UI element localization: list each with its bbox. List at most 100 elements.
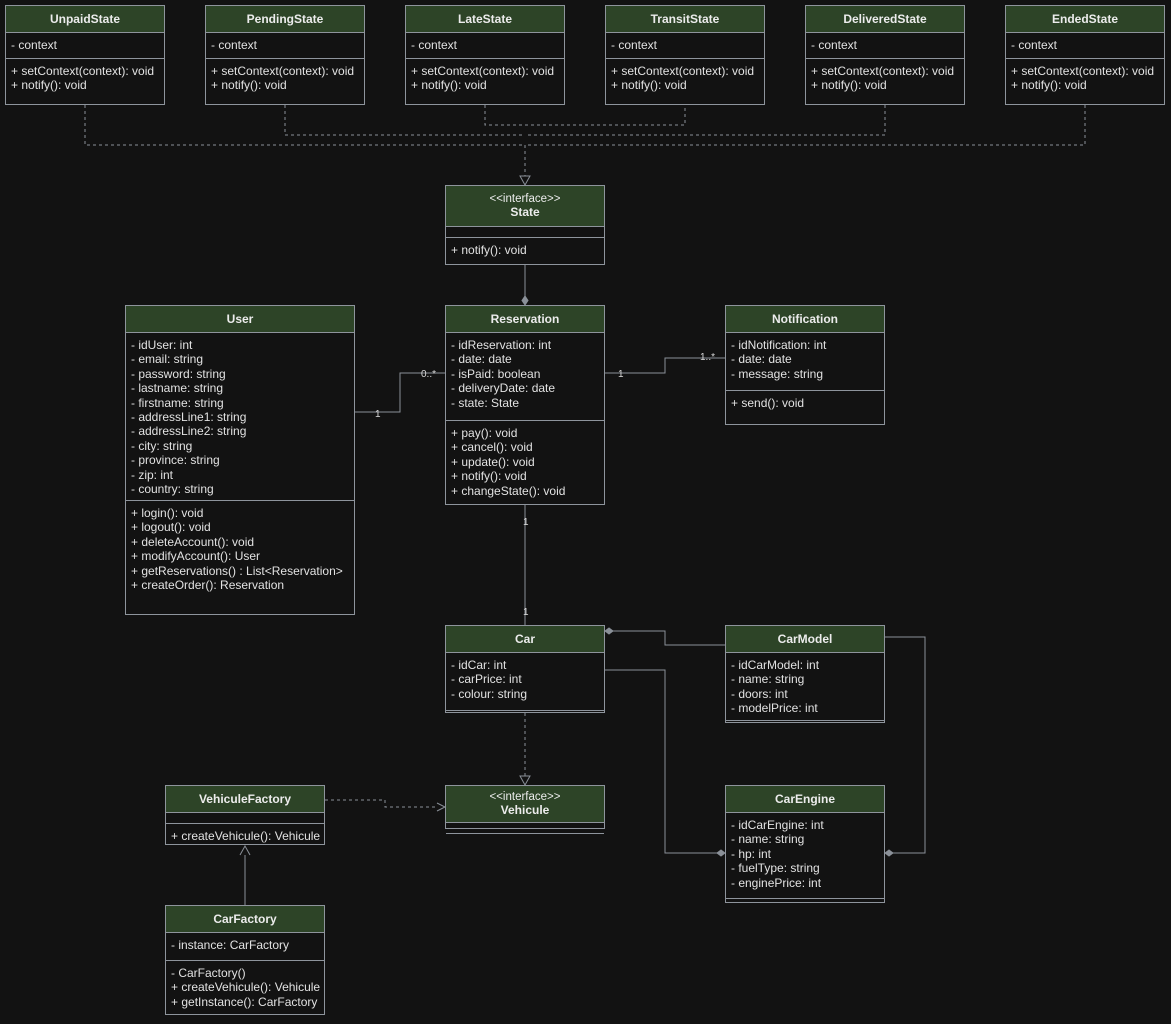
attribute-line: - hp: int bbox=[731, 846, 772, 861]
class-reservation[interactable]: Reservation- idReservation: int- date: d… bbox=[445, 305, 605, 505]
method-line: + login(): void bbox=[131, 506, 204, 520]
class-delivered-state[interactable]: DeliveredState- context+ setContext(cont… bbox=[805, 5, 965, 105]
car-engine-diamond bbox=[716, 849, 726, 857]
state-diamond bbox=[521, 295, 529, 306]
multiplicity-reservation-car-end: 1 bbox=[523, 517, 529, 528]
attributes-section: - idNotification: int- date: date- messa… bbox=[726, 333, 884, 391]
attribute-line: - deliveryDate: date bbox=[451, 381, 556, 396]
attribute-line: - idCar: int bbox=[451, 658, 507, 672]
attribute-line: - idUser: int bbox=[131, 338, 193, 352]
class-header: TransitState bbox=[606, 6, 764, 33]
method-line: + createVehicule(): Vehicule bbox=[171, 829, 321, 843]
class-user[interactable]: User- idUser: int- email: string- passwo… bbox=[125, 305, 355, 615]
class-header: UnpaidState bbox=[6, 6, 164, 33]
attribute-line: - instance: CarFactory bbox=[171, 938, 290, 952]
class-notification[interactable]: Notification- idNotification: int- date:… bbox=[725, 305, 885, 425]
class-vehicule-factory[interactable]: VehiculeFactory + createVehicule(): Vehic… bbox=[165, 785, 325, 845]
methods-section: + setContext(context): void+ notify(): v… bbox=[406, 59, 564, 98]
attribute-line: - enginePrice: int bbox=[731, 875, 822, 890]
attribute-line: - name: string bbox=[731, 832, 805, 847]
methods-section: + createVehicule(): Vehicule bbox=[166, 824, 324, 848]
methods-section bbox=[726, 721, 884, 731]
methods-section bbox=[446, 834, 604, 844]
class-name: DeliveredState bbox=[843, 12, 927, 26]
class-header: <<interface>>Vehicule bbox=[446, 786, 604, 823]
class-header: Car bbox=[446, 626, 604, 653]
interface-state[interactable]: <<interface>>State+ notify(): void bbox=[445, 185, 605, 265]
attribute-line: - idReservation: int bbox=[451, 338, 552, 352]
attribute-line: - carPrice: int bbox=[451, 672, 522, 687]
attribute-line: - fuelType: string bbox=[731, 861, 820, 876]
class-carengine[interactable]: CarEngine - idCarEngine: int- name: strin… bbox=[725, 785, 885, 903]
class-header: CarModel bbox=[726, 626, 884, 653]
attribute-line: - firstname: string bbox=[131, 395, 224, 410]
attribute-line: - idCarEngine: int bbox=[731, 818, 824, 832]
multiplicity-user-end: 1 bbox=[375, 409, 381, 420]
realization-lines bbox=[84, 105, 1086, 176]
attributes-section: - context bbox=[206, 33, 364, 59]
methods-section bbox=[726, 899, 884, 909]
attributes-section: - instance: CarFactory bbox=[166, 933, 324, 961]
attributes-section: - idCar: int- carPrice: int- colour: str… bbox=[446, 653, 604, 711]
attributes-section: - context bbox=[6, 33, 164, 59]
attributes-section: - context bbox=[1006, 33, 1164, 59]
methods-section bbox=[446, 711, 604, 721]
class-header: LateState bbox=[406, 6, 564, 33]
class-name: CarEngine bbox=[774, 792, 835, 806]
attribute-line: - doors: int bbox=[731, 686, 788, 701]
method-line: + cancel(): void bbox=[451, 440, 533, 455]
class-header: <<interface>>State bbox=[446, 186, 604, 227]
interface-vehicule[interactable]: <<interface>>Vehicule bbox=[445, 785, 605, 834]
class-ended-state[interactable]: EndedState- context+ setContext(context)… bbox=[1005, 5, 1165, 105]
carmodel-diamond bbox=[604, 627, 614, 635]
methods-section: - CarFactory()+ createVehicule(): Vehicu… bbox=[166, 961, 324, 1014]
attributes-section: - context bbox=[806, 33, 964, 59]
attributes-section: - context bbox=[606, 33, 764, 59]
class-name: TransitState bbox=[650, 12, 720, 26]
attribute-line: - addressLine2: string bbox=[131, 424, 247, 439]
class-name: CarFactory bbox=[213, 912, 277, 926]
method-line: + modifyAccount(): User bbox=[131, 549, 261, 564]
attributes-section: - idCarEngine: int- name: string- hp: in… bbox=[726, 813, 884, 899]
class-header: EndedState bbox=[1006, 6, 1164, 33]
methods-section: + setContext(context): void+ notify(): v… bbox=[606, 59, 764, 98]
method-line: + notify(): void bbox=[1011, 78, 1087, 93]
class-car[interactable]: Car - idCar: int- carPrice: int- colour: … bbox=[445, 625, 605, 713]
multiplicity-car-end: 1 bbox=[523, 607, 529, 618]
method-line: + setContext(context): void bbox=[411, 64, 555, 78]
attribute-line: - context bbox=[611, 38, 658, 52]
methods-section: + setContext(context): void+ notify(): v… bbox=[806, 59, 964, 98]
class-transit-state[interactable]: TransitState - context + setContext(contex… bbox=[605, 5, 765, 105]
model-engine-diamond bbox=[884, 849, 894, 857]
attribute-line: - context bbox=[411, 38, 458, 52]
attributes-section bbox=[446, 227, 604, 238]
attribute-line: - colour: string bbox=[451, 686, 528, 701]
class-late-state[interactable]: LateState - context + setContext(context):… bbox=[405, 5, 565, 105]
method-line: + setContext(context): void bbox=[811, 64, 955, 78]
methods-section: + setContext(context): void+ notify(): v… bbox=[1006, 59, 1164, 98]
attributes-section: - idCarModel: int- name: string- doors: … bbox=[726, 653, 884, 721]
methods-section: + setContext(context): void+ notify(): v… bbox=[6, 59, 164, 98]
attribute-line: - isPaid: boolean bbox=[451, 366, 541, 381]
method-line: - CarFactory() bbox=[171, 966, 246, 980]
class-unpaid-state[interactable]: UnpaidState- context+ setContext(context… bbox=[5, 5, 165, 105]
method-line: + setContext(context): void bbox=[611, 64, 755, 78]
attributes-section bbox=[166, 813, 324, 824]
class-carmodel[interactable]: CarModel - idCarModel: int- name: string-… bbox=[725, 625, 885, 723]
class-name: CarModel bbox=[777, 632, 833, 646]
class-name: VehiculeFactory bbox=[198, 792, 292, 806]
attribute-line: - country: string bbox=[131, 482, 214, 497]
class-name: Car bbox=[514, 632, 535, 646]
attribute-line: - context bbox=[211, 38, 258, 52]
class-carfactory[interactable]: CarFactory - instance: CarFactory - CarFac… bbox=[165, 905, 325, 1015]
class-name: PendingState bbox=[246, 12, 324, 26]
class-header: Notification bbox=[726, 306, 884, 333]
multiplicity-reservation-end: 0..* bbox=[421, 369, 437, 380]
multiplicity-reservation-notif-end: 1 bbox=[618, 369, 624, 380]
method-line: + deleteAccount(): void bbox=[131, 534, 255, 549]
class-name: Reservation bbox=[490, 312, 560, 326]
class-pending-state[interactable]: PendingState- context+ setContext(contex… bbox=[205, 5, 365, 105]
class-name: State bbox=[510, 205, 540, 219]
attribute-line: - date: date bbox=[731, 352, 792, 367]
attribute-line: - zip: int bbox=[131, 467, 174, 482]
